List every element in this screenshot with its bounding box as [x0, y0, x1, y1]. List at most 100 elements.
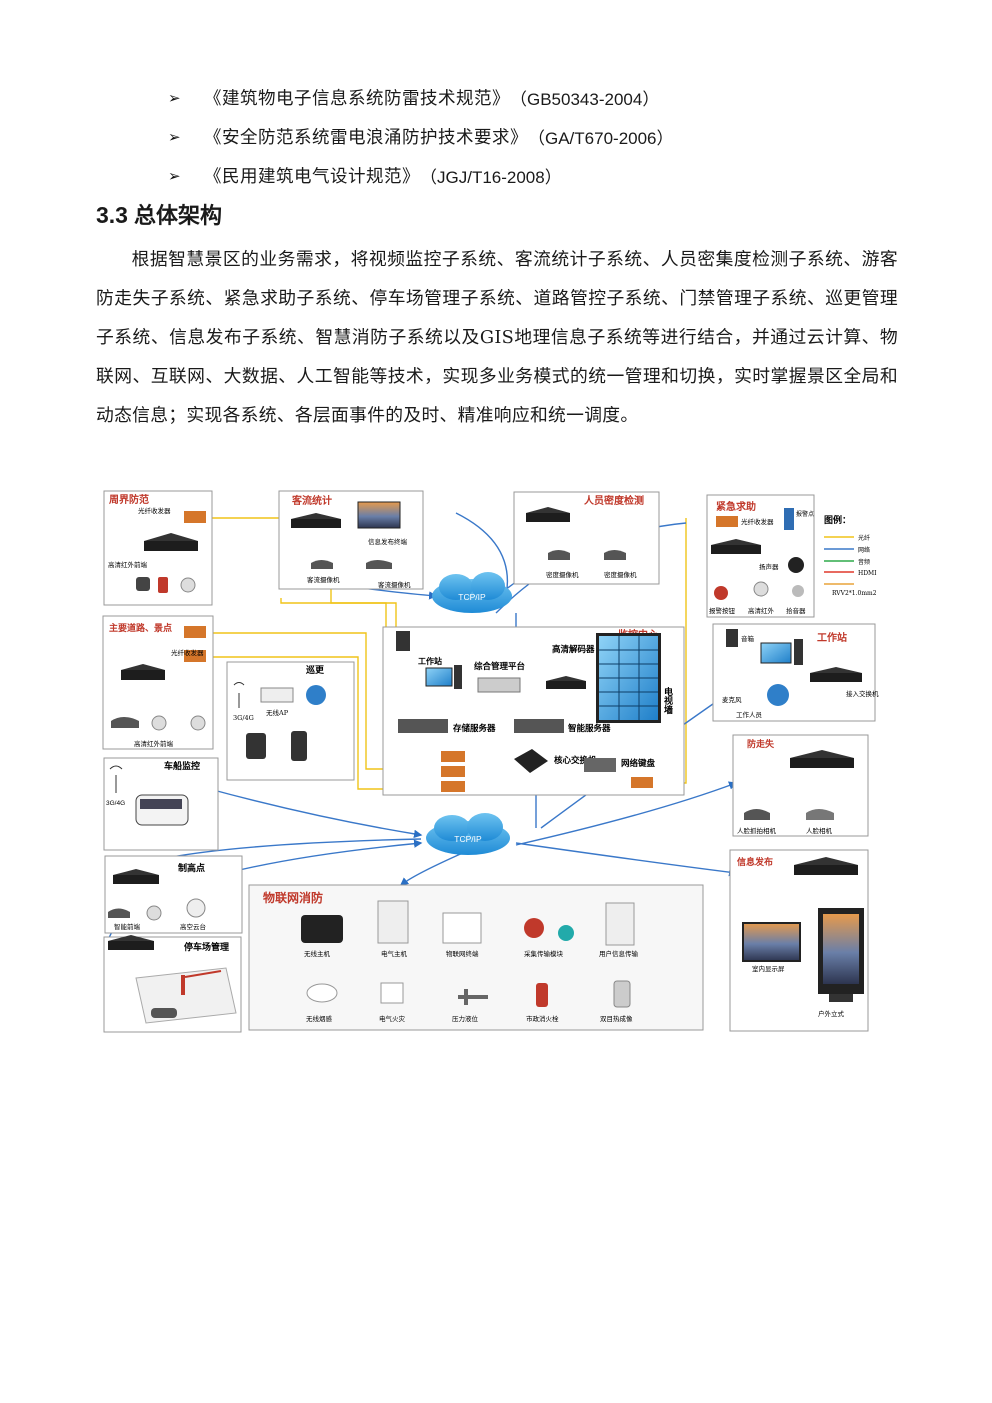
perimeter-fiber-label: 光纤收发器 — [138, 506, 171, 515]
reference-list: ➢ 《建筑物电子信息系统防雷技术规范》 （GB50343-2004） ➢ 《安全… — [168, 78, 674, 195]
cloud-top-label: TCP/IP — [458, 592, 486, 602]
emergency-btn-label: 报警按钮 — [709, 606, 736, 615]
arrow-bullet-icon: ➢ — [168, 166, 181, 185]
info-title: 信息发布 — [737, 856, 773, 868]
nvr-icon — [711, 545, 761, 554]
section-title: 总体架构 — [133, 204, 222, 229]
perimeter-title: 周界防范 — [109, 493, 149, 506]
density-title: 人员密度检测 — [584, 494, 644, 507]
dome-camera-icon — [190, 715, 206, 731]
legend-item: 光纤 — [858, 534, 870, 542]
road-front-label: 高清红外前端 — [134, 739, 174, 748]
storage-server-icon — [398, 719, 448, 733]
pressure-gauge-icon — [458, 989, 488, 1005]
car-icon — [151, 1008, 177, 1018]
alarm-button-icon — [714, 586, 728, 600]
pc-tower-icon — [454, 665, 462, 689]
highpoint-title: 制高点 — [178, 862, 205, 874]
monitoring-center-box: 监控中心 工作站 综合管理平台 高清解码器 电视墙 存储服务器 智能服务器 核心… — [382, 626, 685, 796]
reference-code: （GA/T670-2006） — [528, 129, 674, 148]
transmission-module-icon — [524, 918, 544, 938]
density-cam2-label: 密度摄像机 — [604, 570, 637, 579]
vehicle-title: 车船监控 — [164, 760, 200, 772]
camera-icon — [136, 577, 150, 591]
visitor-display-label: 信息发布终端 — [368, 537, 408, 546]
section-heading: 3.3 总体架构 — [96, 198, 222, 230]
tcpip-cloud-top: TCP/IP — [432, 572, 512, 613]
legend-title: 图例： — [824, 514, 851, 526]
ir-sensor-icon — [158, 577, 168, 593]
emergency-speaker-label: 扬声器 — [759, 562, 779, 571]
diagram-canvas: 周界防范 光纤收发器 高清红外前端 客流统计 信息发布终端 客流摄像机 客流摄像… — [102, 490, 879, 1033]
emergency-box: 紧急求助 光纤收发器 报警点 扬声器 报警按钮 高清红外 拾音器 — [706, 494, 815, 618]
camera-icon — [604, 550, 626, 560]
emergency-title: 紧急求助 — [716, 500, 756, 513]
electric-fire-icon — [380, 982, 404, 1004]
alarm-point-icon — [784, 508, 794, 530]
section-number: 3.3 — [96, 202, 128, 228]
dome-camera-icon — [151, 715, 167, 731]
camera-icon — [108, 908, 130, 918]
info-indoor-label: 室内显示屏 — [752, 964, 785, 973]
legend-item: HDMI — [858, 570, 877, 577]
high-point-box: 制高点 智能前端 高空云台 — [104, 855, 243, 934]
camera-icon — [311, 560, 333, 569]
monitor-decoder-label: 高清解码器 — [552, 644, 595, 655]
fiber-transceiver-icon — [441, 766, 465, 777]
video-wall-icon — [596, 633, 661, 723]
nvr-icon — [121, 670, 165, 680]
fiber-transceiver-icon — [441, 751, 465, 762]
workstation-box-title: 工作站 — [817, 631, 847, 644]
parking-title: 停车场管理 — [184, 941, 229, 953]
reference-code: （JGJ/T16-2008） — [420, 168, 562, 187]
vehicle-net-label: 3G/4G — [106, 800, 125, 807]
perimeter-box: 周界防范 光纤收发器 高清红外前端 — [103, 490, 213, 606]
highpoint-front-label: 智能前端 — [114, 922, 141, 931]
perimeter-front-label: 高清红外前端 — [108, 560, 148, 569]
camera-icon — [366, 560, 392, 569]
density-box: 人员密度检测 密度摄像机 密度摄像机 — [513, 491, 660, 585]
visitor-cam1-label: 客流摄像机 — [307, 575, 340, 584]
smart-server-icon — [514, 719, 564, 733]
reference-item: ➢ 《建筑物电子信息系统防雷技术规范》 （GB50343-2004） — [168, 78, 674, 117]
emergency-pickup-label: 拾音器 — [786, 606, 806, 615]
workstation-icon — [425, 667, 453, 687]
iot-fire-title: 物联网消防 — [263, 890, 323, 905]
pickup-icon — [792, 585, 804, 597]
workstation-switch-label: 接入交换机 — [846, 689, 879, 698]
emergency-alarm-label: 报警点 — [796, 510, 814, 518]
monitor-core-label: 核心交换机 — [554, 755, 597, 766]
fiber-transceiver-icon — [184, 650, 206, 662]
barrier-icon — [181, 975, 185, 995]
reference-title: 《安全防范系统雷电浪涌防护技术要求》 — [204, 128, 528, 148]
patrol-title: 巡更 — [306, 664, 325, 676]
cloud-bottom-label: TCP/IP — [454, 834, 482, 844]
arrow-bullet-icon: ➢ — [168, 127, 181, 146]
info-release-box: 信息发布 室内显示屏 户外立式 — [729, 849, 869, 1032]
platform-server-icon — [477, 677, 521, 693]
lost-cam1-label: 人脸抓拍相机 — [737, 826, 777, 835]
parking-box: 停车场管理 — [103, 935, 242, 1033]
iot-row1-label: 采集传输模块 — [524, 949, 564, 958]
visitor-flow-title: 客流统计 — [291, 494, 332, 507]
pc-tower-icon — [794, 639, 803, 665]
wireless-host-icon — [301, 915, 343, 943]
monitor-platform-label: 综合管理平台 — [474, 661, 526, 672]
fiber-transceiver-icon — [716, 516, 738, 527]
keyboard-icon — [584, 758, 616, 772]
emergency-front-label: 高清红外 — [748, 606, 775, 615]
patrol-net-label: 3G/4G — [233, 714, 254, 722]
user-info-device-icon — [605, 902, 635, 946]
body-paragraph: 根据智慧景区的业务需求，将视频监控子系统、客流统计子系统、人员密集度检测子系统、… — [96, 249, 898, 426]
iot-row1-label: 电气主机 — [381, 949, 408, 958]
monitor-workstation-label: 工作站 — [418, 656, 442, 666]
emergency-fiber-label: 光纤收发器 — [741, 517, 774, 526]
reference-item: ➢ 《安全防范系统雷电浪涌防护技术要求》 （GA/T670-2006） — [168, 117, 674, 156]
visitor-cam2-label: 客流摄像机 — [378, 580, 411, 589]
indoor-display-icon — [742, 922, 801, 962]
iot-row2-label: 双目热成像 — [600, 1014, 633, 1023]
hydrant-icon — [536, 983, 548, 1007]
walkie-talkie-icon — [291, 731, 307, 761]
patrol-box: 巡更 无线AP 3G/4G — [226, 661, 355, 781]
electric-host-icon — [377, 900, 409, 944]
